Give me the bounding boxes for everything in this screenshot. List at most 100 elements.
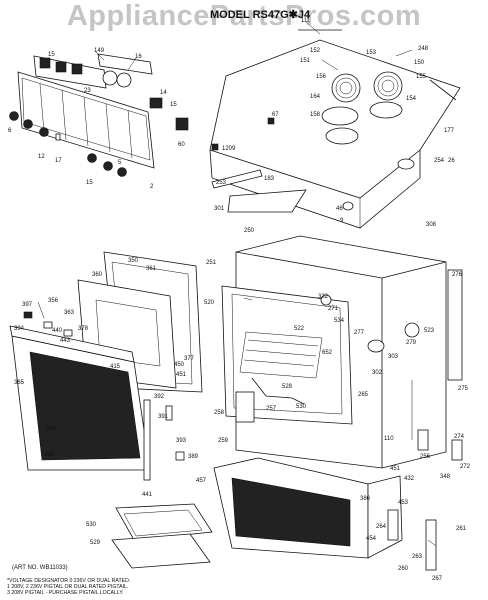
callout-60: 60 — [178, 142, 185, 148]
callout-2: 2 — [150, 184, 154, 190]
callout-453: 453 — [398, 500, 409, 506]
callout-12: 12 — [38, 154, 45, 160]
callout-267: 267 — [432, 576, 443, 582]
callout-149: 149 — [94, 48, 105, 54]
callout-250: 250 — [244, 228, 255, 234]
callout-356: 356 — [48, 298, 59, 304]
callout-523: 523 — [424, 328, 435, 334]
callout-530: 530 — [86, 522, 97, 528]
callout-303: 303 — [388, 354, 399, 360]
callout-158: 158 — [310, 112, 321, 118]
callout-397: 397 — [22, 302, 33, 308]
callout-6: 6 — [8, 128, 12, 134]
callout-520: 520 — [204, 300, 215, 306]
callout-257: 257 — [266, 406, 277, 412]
callout-348: 348 — [440, 474, 451, 480]
callout-271: 271 — [328, 306, 339, 312]
control-panel-assembly — [9, 53, 189, 177]
callout-534: 534 — [334, 318, 345, 324]
callout-14: 14 — [160, 90, 167, 96]
callout-261: 261 — [456, 526, 467, 532]
callout-251: 251 — [206, 260, 217, 266]
callout-17: 17 — [55, 158, 62, 164]
callout-440: 440 — [52, 328, 63, 334]
callout-164: 164 — [310, 94, 321, 100]
callout-15b: 15 — [170, 102, 177, 108]
callout-392: 392 — [154, 394, 165, 400]
callout-274: 274 — [454, 434, 465, 440]
callout-277: 277 — [354, 330, 365, 336]
callout-350: 350 — [128, 258, 139, 264]
callout-522: 522 — [294, 326, 305, 332]
callout-253: 253 — [216, 180, 227, 186]
callout-275: 275 — [458, 386, 469, 392]
callout-441: 441 — [142, 492, 153, 498]
cooktop-assembly — [209, 29, 461, 229]
callout-264: 264 — [376, 524, 387, 530]
callout-156: 156 — [316, 74, 327, 80]
callout-16a: 16 — [135, 54, 142, 60]
callout-391: 391 — [158, 414, 169, 420]
callout-450: 450 — [174, 362, 185, 368]
note-line: 3 208V PIGTAIL - PURCHASE PIGTAIL LOCALL… — [7, 590, 124, 597]
callout-183: 183 — [264, 176, 275, 182]
callout-15a: 15 — [48, 52, 55, 58]
callout-265: 265 — [358, 392, 369, 398]
callout-443: 443 — [60, 338, 71, 344]
callout-530a: 530 — [296, 404, 307, 410]
oven-cabinet-assembly — [221, 235, 463, 469]
callout-258: 258 — [214, 410, 225, 416]
callout-302: 302 — [372, 370, 383, 376]
callout-529: 529 — [90, 540, 101, 546]
callout-652: 652 — [322, 350, 333, 356]
callout-152: 152 — [310, 48, 321, 54]
callout-454: 454 — [366, 536, 377, 542]
callout-363: 363 — [64, 310, 75, 316]
callout-263: 263 — [412, 554, 423, 560]
callout-451b: 451 — [390, 466, 401, 472]
callout-389: 389 — [188, 454, 199, 460]
callout-150: 150 — [414, 60, 425, 66]
callout-259: 259 — [218, 438, 229, 444]
callout-15c: 15 — [86, 180, 93, 186]
callout-23: 23 — [84, 88, 91, 94]
art-number: (ART NO. WB11033) — [12, 565, 68, 571]
callout-358: 358 — [46, 426, 57, 432]
callout-457: 457 — [196, 478, 207, 484]
callout-393: 393 — [176, 438, 187, 444]
part-callouts: 111 149 16 15 23 14 15 60 6 12 17 15 5 2… — [8, 18, 471, 582]
callout-308: 308 — [426, 222, 437, 228]
callout-276: 276 — [452, 272, 463, 278]
callout-67: 67 — [272, 112, 279, 118]
callout-451: 451 — [176, 372, 187, 378]
callout-365: 365 — [14, 380, 25, 386]
voltage-notes: *VOLTAGE DESIGNATOR 0 236V OR DUAL RATED… — [7, 578, 130, 597]
callout-5: 5 — [118, 160, 122, 166]
callout-254: 254 — [434, 158, 445, 164]
callout-432: 432 — [404, 476, 415, 482]
callout-332: 332 — [318, 294, 329, 300]
callout-1209: 1209 — [222, 146, 236, 152]
note-line: *VOLTAGE DESIGNATOR 0 236V OR DUAL RATED… — [7, 578, 131, 584]
callout-26: 26 — [448, 158, 455, 164]
callout-46: 46 — [336, 206, 343, 212]
callout-378: 378 — [78, 326, 89, 332]
callout-256: 256 — [420, 454, 431, 460]
callout-394: 394 — [14, 326, 25, 332]
callout-151: 151 — [300, 58, 311, 64]
callout-415: 415 — [110, 364, 121, 370]
note-line: 1 208V, 2 236V PIGTAIL OR DUAL RATED PIG… — [7, 584, 129, 591]
model-title: MODEL RS47G✱J4 — [210, 9, 311, 21]
callout-110: 110 — [384, 436, 394, 442]
callout-248: 248 — [418, 46, 429, 52]
callout-260: 260 — [398, 566, 409, 572]
callout-155: 155 — [416, 74, 427, 80]
broiler-pan-assembly — [111, 503, 213, 569]
callout-360: 360 — [92, 272, 103, 278]
callout-386: 386 — [360, 496, 371, 502]
callout-377: 377 — [184, 356, 195, 362]
leader-lines — [37, 21, 437, 547]
oven-door-assembly — [9, 251, 203, 481]
callout-154: 154 — [406, 96, 417, 102]
